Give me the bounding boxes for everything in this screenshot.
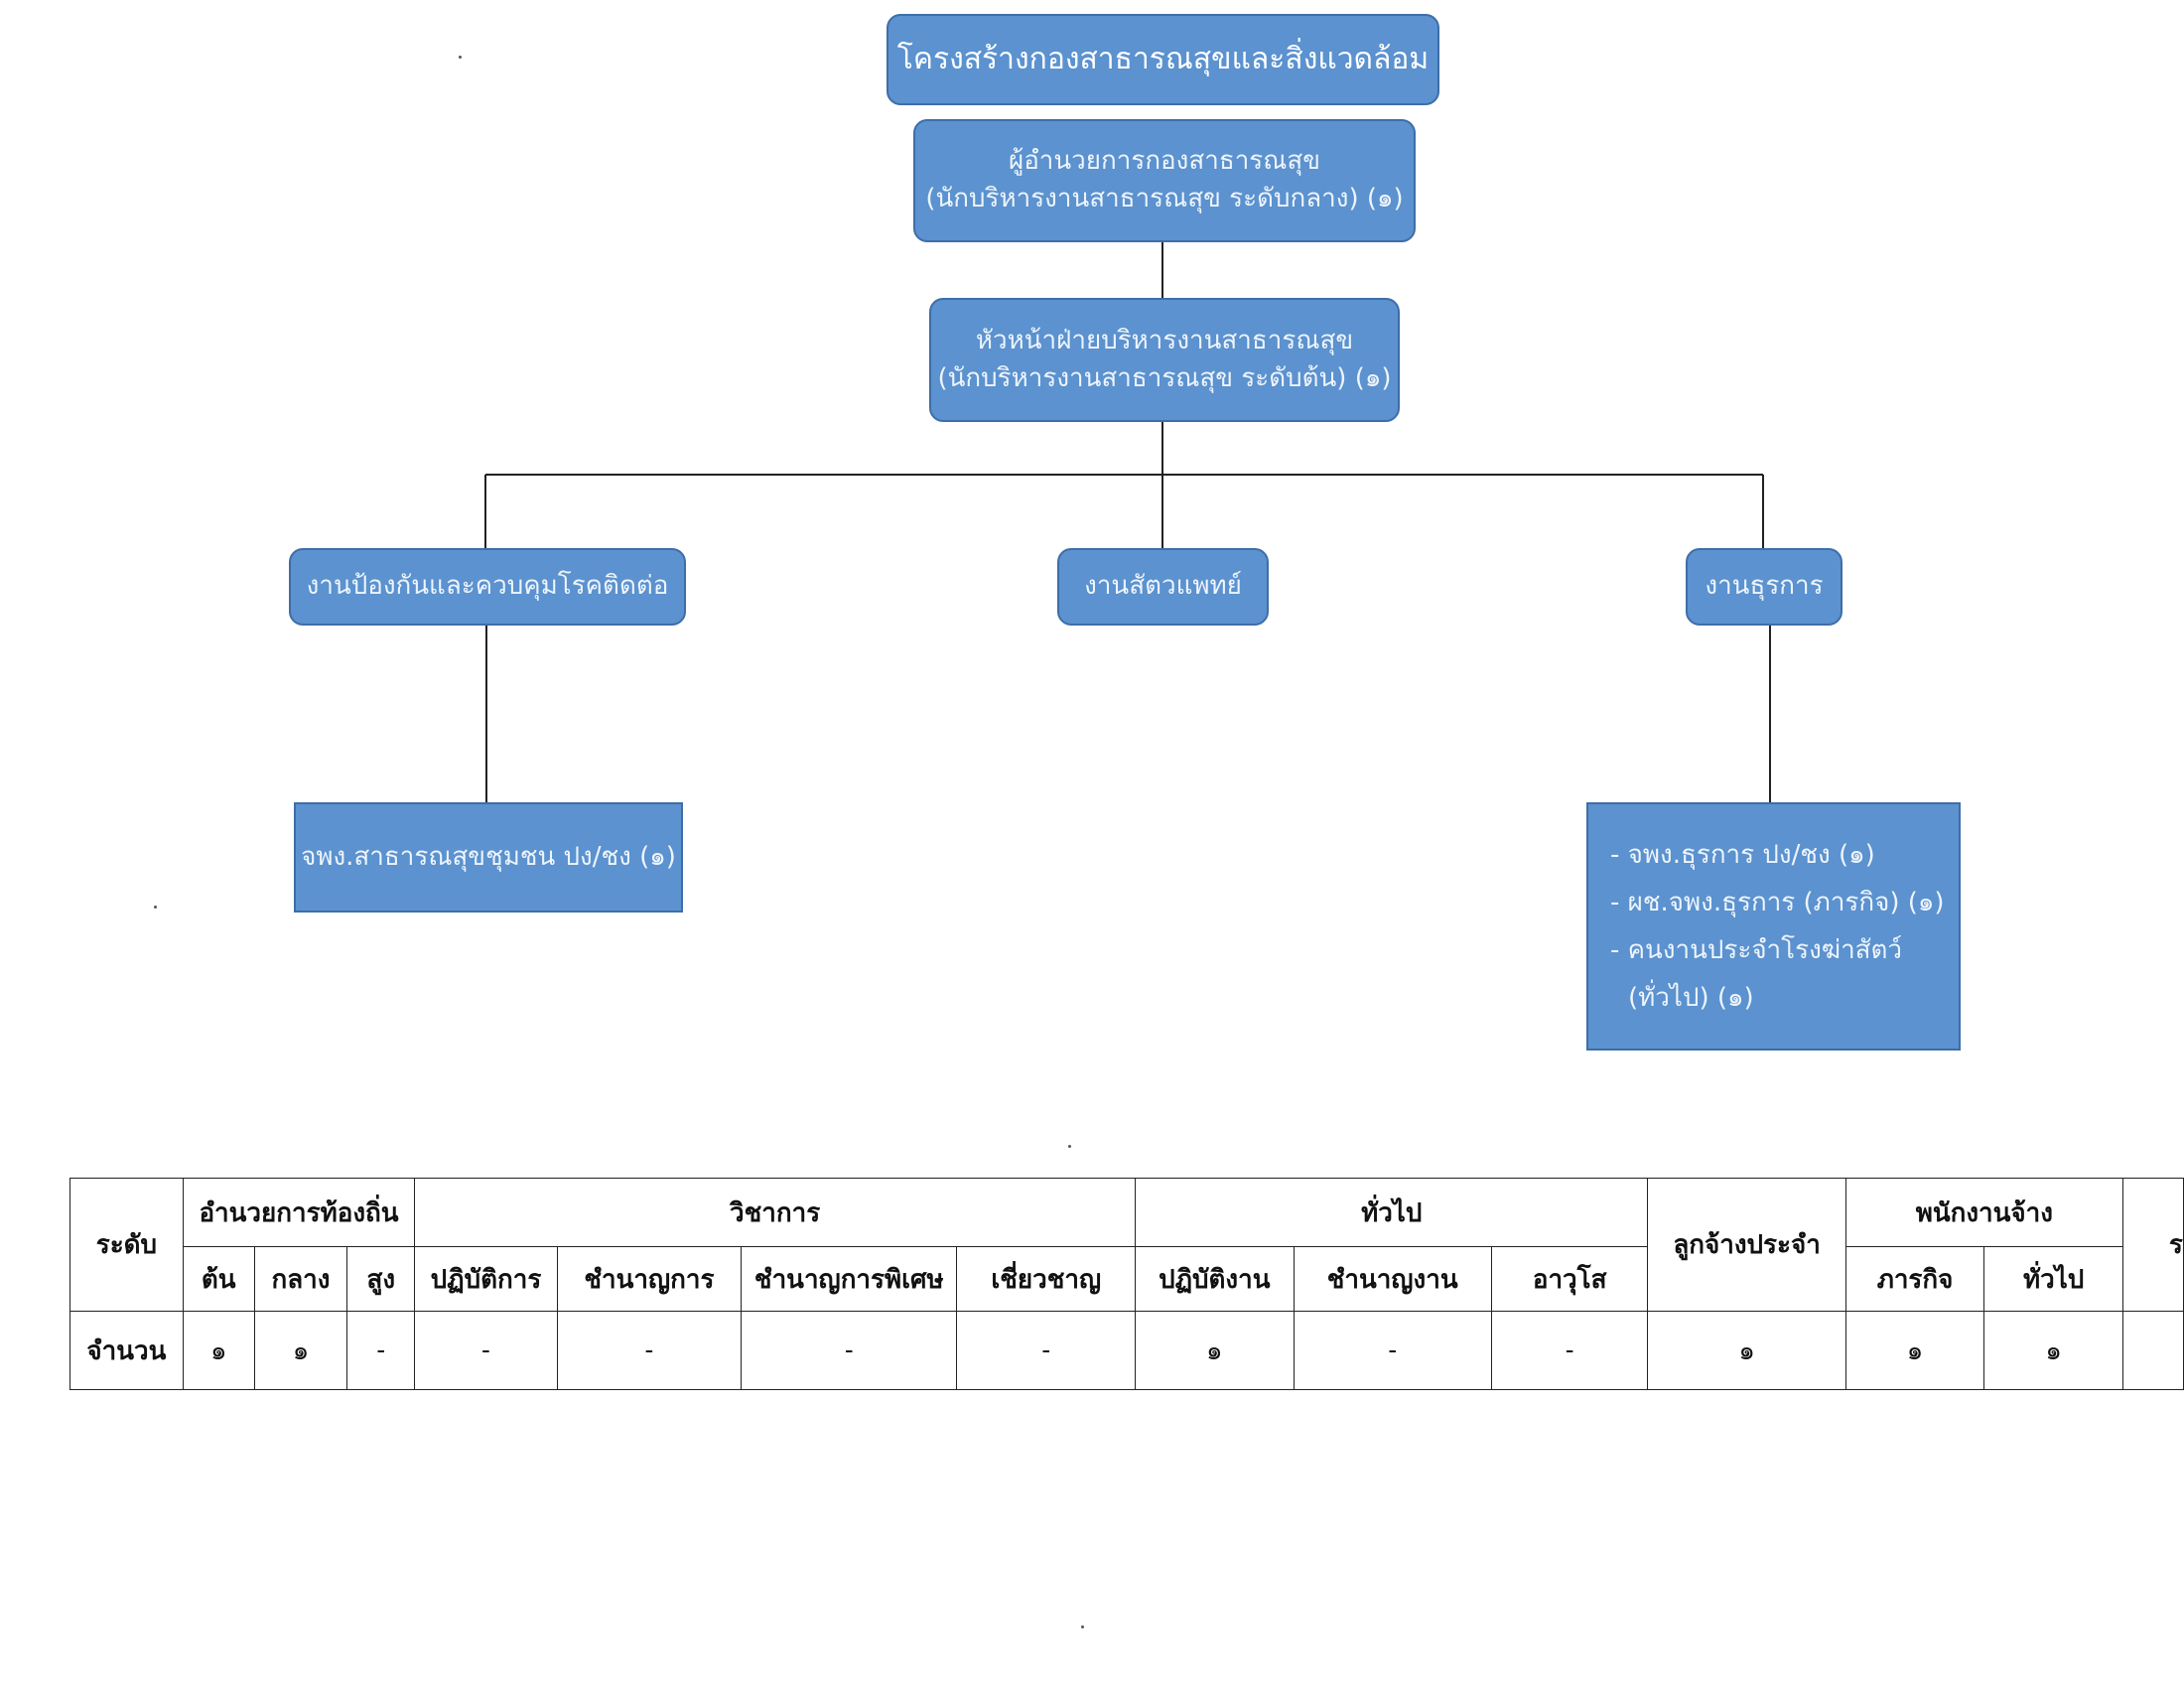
staff-disease-control-box: จพง.สาธารณสุขชุมชน ปง/ชง (๑) xyxy=(294,802,683,913)
group-academic: วิชาการ xyxy=(414,1178,1137,1247)
staff-admin-item-continued: (ทั่วไป) (๑) xyxy=(1628,983,1754,1013)
sub-header: ชำนาญการ xyxy=(556,1246,743,1312)
count-cell: - xyxy=(741,1311,958,1390)
sub-header: ชำนาญการพิเศษ xyxy=(741,1246,958,1312)
sub-header: ทั่วไป xyxy=(1983,1246,2123,1312)
count-cell xyxy=(2121,1311,2184,1390)
unit-administration-label: งานธุรการ xyxy=(1705,571,1824,602)
count-cell: ๑ xyxy=(1983,1311,2123,1390)
staff-admin-item: - จพง.ธุรการ ปง/ชง (๑) xyxy=(1610,840,1875,870)
group-general: ทั่วไป xyxy=(1135,1178,1649,1247)
unit-disease-control-box: งานป้องกันและควบคุมโรคติดต่อ xyxy=(289,548,686,626)
table-row-counts: จำนวน ๑ ๑ - - - - - ๑ - - ๑ ๑ ๑ xyxy=(69,1311,2184,1390)
director-box: ผู้อำนวยการกองสาธารณสุข (นักบริหารงานสาธ… xyxy=(913,119,1416,242)
director-position: (นักบริหารงานสาธารณสุข ระดับกลาง) (๑) xyxy=(925,184,1404,213)
staff-admin-item: - คนงานประจำโรงฆ่าสัตว์ xyxy=(1610,935,1903,965)
count-cell: - xyxy=(956,1311,1137,1390)
scan-speck xyxy=(1081,1625,1084,1628)
head-position: (นักบริหารงานสาธารณสุข ระดับต้น) (๑) xyxy=(937,362,1392,393)
sub-header: ปฏิบัติการ xyxy=(414,1246,558,1312)
count-cell: ๑ xyxy=(1135,1311,1295,1390)
count-cell: ๑ xyxy=(182,1311,255,1390)
count-cell: - xyxy=(414,1311,558,1390)
count-cell: ๑ xyxy=(1647,1311,1846,1390)
staff-administration-box: - จพง.ธุรการ ปง/ชง (๑) - ผช.จพง.ธุรการ (… xyxy=(1586,802,1961,1051)
staff-disease-control-label: จพง.สาธารณสุขชุมชน ปง/ชง (๑) xyxy=(301,841,676,872)
count-row-label: จำนวน xyxy=(69,1311,184,1390)
group-permanent-employee: ลูกจ้างประจำ xyxy=(1647,1178,1846,1312)
unit-veterinary-box: งานสัตวแพทย์ xyxy=(1057,548,1269,626)
unit-disease-control-label: งานป้องกันและควบคุมโรคติดต่อ xyxy=(306,571,669,602)
sub-header: ต้น xyxy=(182,1246,255,1312)
sub-header: ภารกิจ xyxy=(1844,1246,1985,1312)
sub-header: ปฏิบัติงาน xyxy=(1135,1246,1295,1312)
group-contract-employee: พนักงานจ้าง xyxy=(1844,1178,2123,1247)
chart-title-box: โครงสร้างกองสาธารณสุขและสิ่งแวดล้อม xyxy=(887,14,1439,105)
count-cell: - xyxy=(556,1311,743,1390)
unit-veterinary-label: งานสัตวแพทย์ xyxy=(1084,571,1242,602)
scan-speck xyxy=(1068,1145,1071,1148)
table-header-row-groups: ระดับ อำนวยการท้องถิ่น วิชาการ ทั่วไป ลู… xyxy=(69,1178,2184,1312)
count-cell: ๑ xyxy=(253,1311,348,1390)
head-of-division-box: หัวหน้าฝ่ายบริหารงานสาธารณสุข (นักบริหาร… xyxy=(929,298,1400,422)
staff-admin-item: - ผช.จพง.ธุรการ (ภารกิจ) (๑) xyxy=(1610,888,1945,917)
chart-title: โครงสร้างกองสาธารณสุขและสิ่งแวดล้อม xyxy=(896,42,1430,77)
count-cell: - xyxy=(1293,1311,1492,1390)
sub-header: กลาง xyxy=(253,1246,348,1312)
sub-header: สูง xyxy=(346,1246,416,1312)
group-total-partial: ร xyxy=(2121,1178,2184,1312)
count-cell: - xyxy=(1490,1311,1649,1390)
level-header: ระดับ xyxy=(69,1178,184,1312)
head-title: หัวหน้าฝ่ายบริหารงานสาธารณสุข xyxy=(975,325,1354,355)
count-cell: - xyxy=(346,1311,416,1390)
count-cell: ๑ xyxy=(1844,1311,1985,1390)
sub-header: อาวุโส xyxy=(1490,1246,1649,1312)
scan-speck xyxy=(459,56,462,59)
director-title: ผู้อำนวยการกองสาธารณสุข xyxy=(1008,146,1321,177)
table-header-row-levels: ต้น กลาง สูง ปฏิบัติการ ชำนาญการ ชำนาญกา… xyxy=(70,1246,2184,1312)
sub-header: เชี่ยวชาญ xyxy=(956,1246,1137,1312)
sub-header: ชำนาญงาน xyxy=(1293,1246,1492,1312)
personnel-summary-table: ระดับ อำนวยการท้องถิ่น วิชาการ ทั่วไป ลู… xyxy=(69,1178,2184,1390)
group-local-admin: อำนวยการท้องถิ่น xyxy=(182,1178,416,1247)
unit-administration-box: งานธุรการ xyxy=(1686,548,1843,626)
scan-speck xyxy=(154,906,157,909)
